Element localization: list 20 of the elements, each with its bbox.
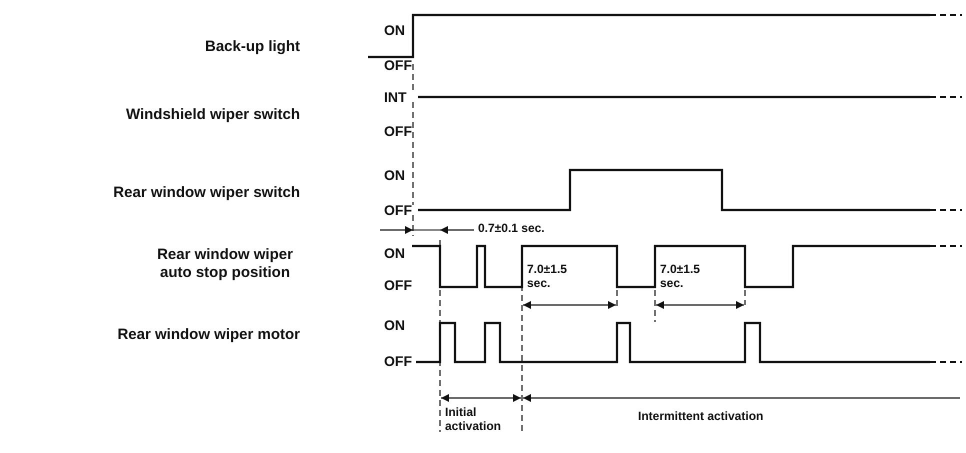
level-label: ON — [384, 21, 405, 39]
signal-name: Rear window wiper switch — [112, 184, 300, 202]
level-label: OFF — [384, 352, 412, 370]
phase-label: Initial activation — [445, 405, 502, 433]
level-label: OFF — [384, 56, 412, 74]
level-label: ON — [384, 244, 405, 262]
level-label: OFF — [384, 122, 412, 140]
level-label: ON — [384, 316, 405, 334]
phase-label: Intermittent activation — [638, 409, 764, 423]
level-label: OFF — [384, 276, 412, 294]
signal-name: Windshield wiper switch — [124, 106, 300, 124]
duration-label: 7.0±1.5 sec. — [527, 262, 568, 290]
signal-name: Back-up light — [204, 38, 300, 56]
duration-label: 0.7±0.1 sec. — [478, 221, 545, 235]
level-label: ON — [384, 166, 405, 184]
duration-label: 7.0±1.5 sec. — [660, 262, 701, 290]
signal-name: Rear window wiper auto stop position — [156, 246, 294, 282]
level-label: OFF — [384, 201, 412, 219]
signal-name: Rear window wiper motor — [116, 326, 300, 344]
level-label: INT — [384, 88, 407, 106]
